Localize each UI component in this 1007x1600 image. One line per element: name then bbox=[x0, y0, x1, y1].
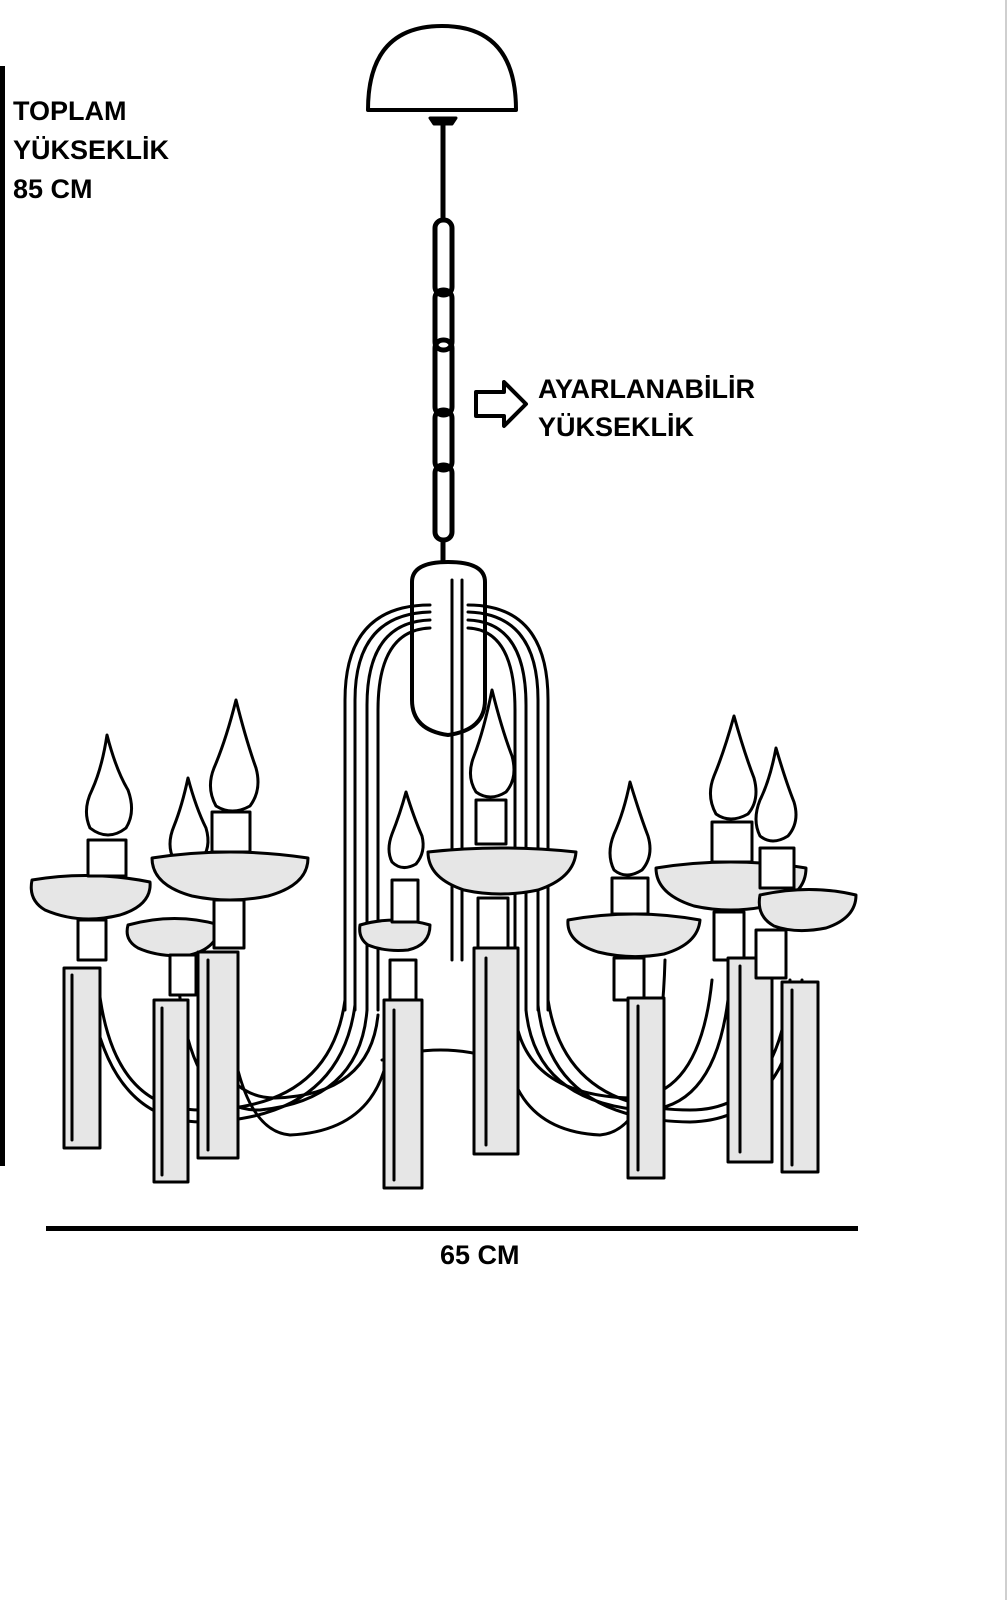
candle-arm-2 bbox=[125, 776, 222, 1184]
candle-arm-6 bbox=[566, 780, 702, 1180]
candle-arm-3 bbox=[150, 698, 310, 1160]
candle-arm-4 bbox=[358, 790, 432, 1190]
candle-arm-8 bbox=[754, 746, 858, 1174]
adjustable-height-label: AYARLANABİLİR YÜKSEKLİK bbox=[538, 370, 755, 446]
candle-arm-1 bbox=[29, 733, 152, 1150]
adjustable-line2: YÜKSEKLİK bbox=[538, 412, 695, 442]
chain bbox=[432, 121, 455, 568]
cage-frame bbox=[343, 603, 550, 1012]
total-height-line bbox=[0, 66, 5, 1166]
right-outline-arrow-icon bbox=[474, 380, 528, 428]
ceiling-canopy bbox=[366, 24, 518, 126]
page-border bbox=[1005, 0, 1007, 1600]
adjustable-line1: AYARLANABİLİR bbox=[538, 374, 756, 404]
total-height-label: TOPLAM YÜKSEKLİK 85 CM bbox=[13, 92, 169, 209]
total-height-value: 85 CM bbox=[13, 174, 93, 204]
width-value: 65 CM bbox=[440, 1240, 520, 1270]
width-line bbox=[46, 1226, 858, 1231]
total-height-line1: TOPLAM bbox=[13, 96, 127, 126]
total-height-line2: YÜKSEKLİK bbox=[13, 135, 170, 165]
candle-arm-5 bbox=[426, 688, 578, 1156]
